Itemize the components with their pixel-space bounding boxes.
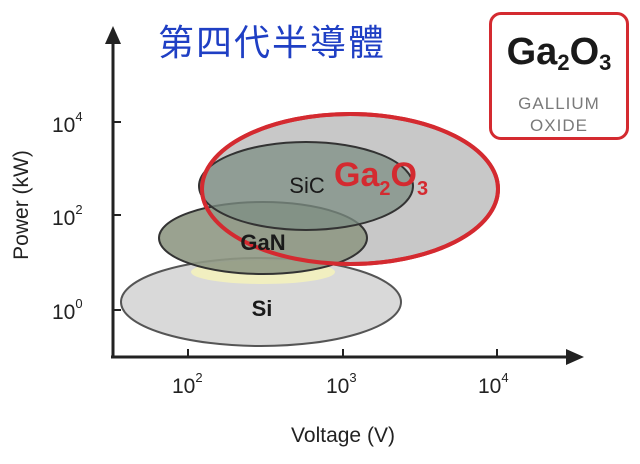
badge-name-line1: GALLIUM [518, 94, 600, 113]
sic-region [198, 141, 414, 231]
badge-name: GALLIUM OXIDE [492, 93, 626, 137]
badge-formula-o: O [569, 31, 600, 73]
y-axis-arrow [105, 26, 121, 44]
sic-label: SiC [289, 173, 325, 198]
y-tick-label-1e4: 104 [52, 109, 83, 137]
x-tick-label-1e4: 104 [478, 370, 509, 398]
badge-formula-sub-2: 2 [557, 50, 570, 75]
ga2o3-label: Ga2O3 [334, 156, 428, 200]
gallium-oxide-badge: Ga2O3 GALLIUM OXIDE [489, 12, 629, 140]
si-label: Si [252, 296, 273, 321]
x-tick-label-1e2: 102 [172, 370, 203, 398]
gan-label: GaN [240, 230, 285, 255]
y-tick-label-1e2: 102 [52, 202, 83, 230]
page-title: 第四代半導體 [158, 23, 387, 64]
x-axis-arrow [566, 349, 584, 365]
x-axis-label: Voltage (V) [291, 424, 395, 447]
badge-name-line2: OXIDE [530, 116, 588, 135]
badge-formula-ga: Ga [506, 31, 558, 73]
y-tick-label-1e0: 100 [52, 296, 83, 324]
ga2o3-outline [200, 112, 500, 266]
y-axis-label: Power (kW) [10, 150, 33, 260]
badge-formula-sub-3: 3 [599, 50, 612, 75]
x-tick-label-1e3: 103 [326, 370, 357, 398]
badge-formula: Ga2O3 [492, 31, 626, 76]
